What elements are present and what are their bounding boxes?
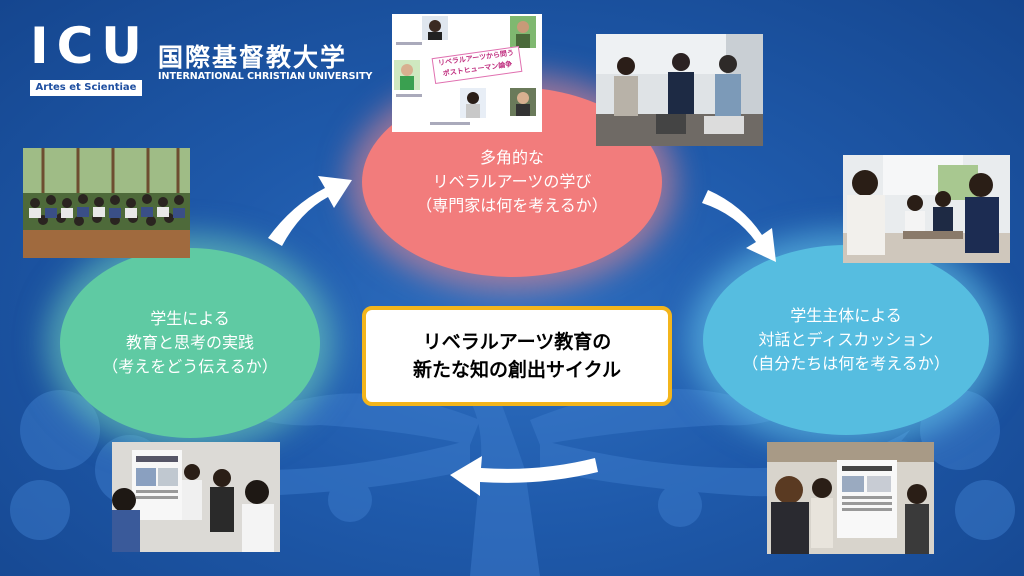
photo-panel-discussion <box>596 34 763 146</box>
node-right-text: 学生主体による 対話とディスカッション （自分たちは何を考えるか） <box>742 306 950 373</box>
center-cycle-box: リベラルアーツ教育の 新たな知の創出サイクル <box>362 306 672 406</box>
node-top-text: 多角的な リベラルアーツの学び （専門家は何を考えるか） <box>416 148 608 215</box>
node-left-circle: 学生による 教育と思考の実践 （考えをどう伝えるか） <box>60 248 320 438</box>
university-name-en: INTERNATIONAL CHRISTIAN UNIVERSITY <box>158 71 373 82</box>
photo-poster-session-left <box>112 442 280 552</box>
university-name-jp: 国際基督教大学 <box>158 43 348 72</box>
node-right-circle: 学生主体による 対話とディスカッション （自分たちは何を考えるか） <box>703 245 989 435</box>
icu-logo: ICU <box>30 17 150 75</box>
node-left-text: 学生による 教育と思考の実践 （考えをどう伝えるか） <box>102 309 278 376</box>
photo-poster-session-right <box>767 442 934 554</box>
photo-student-discussion <box>843 155 1010 263</box>
logo-motto-badge: Artes et Scientiae <box>30 80 142 96</box>
photo-group <box>23 148 190 258</box>
center-cycle-text: リベラルアーツ教育の 新たな知の創出サイクル <box>412 331 622 381</box>
